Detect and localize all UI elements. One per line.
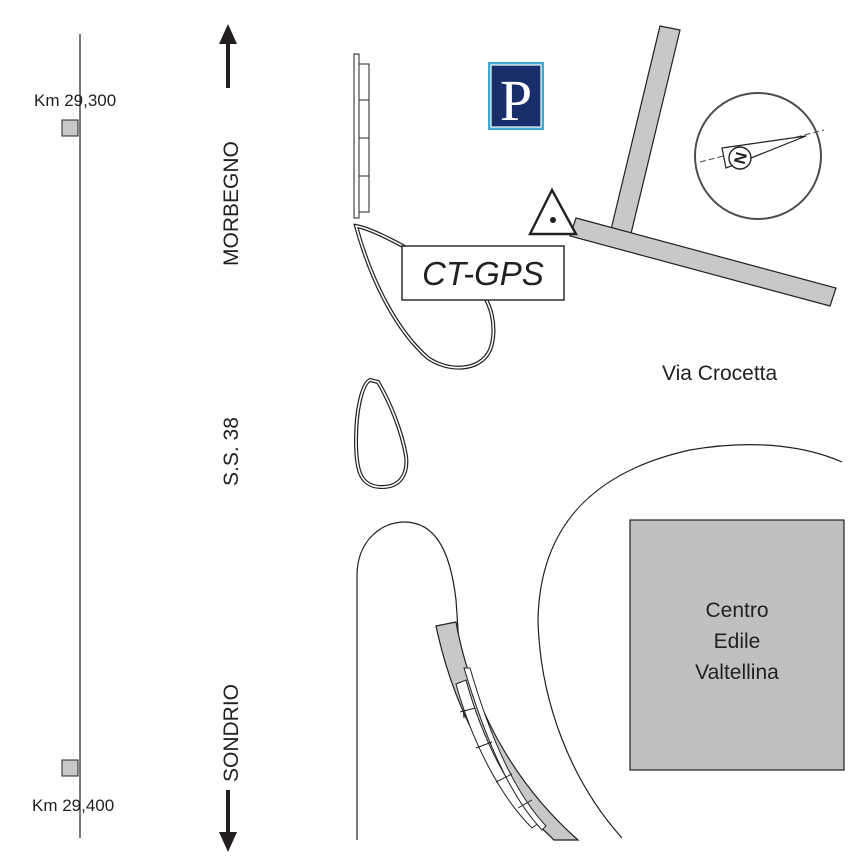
direction-north-label: MORBEGNO [220,141,243,266]
arrow-up-icon [219,24,237,88]
building-label-line2: Edile [714,630,761,653]
gps-station-icon [528,187,579,236]
building-label-line3: Valtellina [695,661,779,684]
station-label: CT-GPS [422,255,544,292]
road-segment-north [607,25,681,247]
road-edge-curve [537,444,843,839]
building-label-line1: Centro [705,599,768,622]
building-centro-edile [629,519,845,771]
station-label-box [401,245,565,301]
traffic-island-lower-inner [355,379,408,488]
km-start-label: Km 29,300 [34,91,116,110]
km-marker-end [61,759,79,777]
guard-rail-top [353,53,370,219]
road-name-label: S.S. 38 [220,417,243,486]
compass-icon: N [694,92,825,220]
road-edge-left [356,521,465,840]
sidewalk-curve [435,621,580,841]
arrow-down-icon [219,790,237,852]
traffic-island-lower [353,377,409,490]
km-end-label: Km 29,400 [32,796,114,815]
guard-rail-bottom [455,667,547,831]
street-name-label: Via Crocetta [662,362,777,385]
direction-south-label: SONDRIO [220,684,243,782]
road-segment-east [569,217,837,307]
compass-letter: N [732,151,751,166]
km-marker-start [61,119,79,137]
parking-icon: P [488,62,544,133]
parking-letter: P [500,68,532,133]
